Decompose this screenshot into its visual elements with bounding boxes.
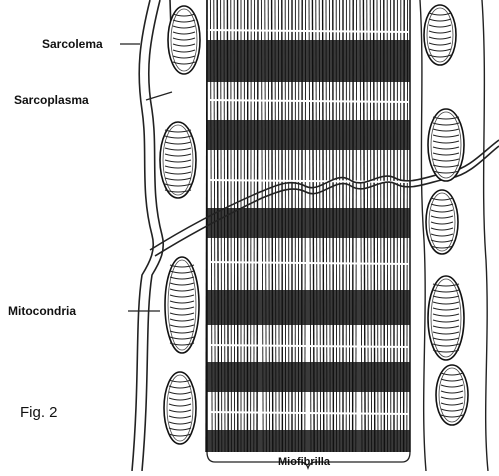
label-miofibrilla: Miofibrilla	[278, 456, 330, 468]
figure-caption: Fig. 2	[20, 404, 58, 421]
label-sarcolema: Sarcolema	[42, 37, 103, 51]
label-mitocondria: Mitocondria	[8, 304, 76, 318]
label-sarcoplasma: Sarcoplasma	[14, 93, 89, 107]
myofibril-band	[206, 0, 410, 452]
